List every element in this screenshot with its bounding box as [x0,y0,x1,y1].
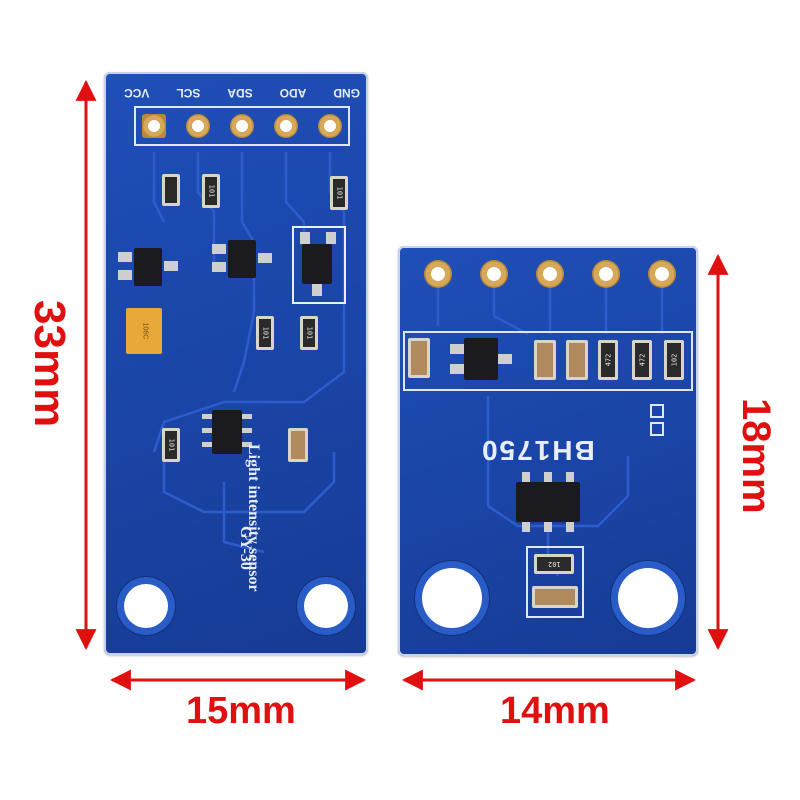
regulator-lead [450,364,464,374]
resistor: 101 [300,316,318,350]
resistor-code: 102 [670,353,678,367]
tantalum-marking: 106C [140,322,148,340]
header-pin [536,260,564,288]
chip-lead [202,428,212,433]
transistor-lead [212,262,226,272]
transistor [228,240,256,278]
transistor-lead [118,252,132,262]
bh1750-board: 472 472 102 BH1750 102 [398,246,698,656]
transistor-lead [258,253,272,263]
header-pin-sda [230,114,254,138]
chip-lead [202,442,212,447]
chip-lead [202,414,212,419]
resistor-code: 472 [604,353,612,367]
component-outline [526,546,584,618]
mounting-hole [304,584,348,628]
regulator [302,244,332,284]
resistor: 101 [330,176,348,210]
chip-lead [522,522,530,532]
resistor-code: 101 [261,326,269,340]
header-outline [134,106,350,146]
chip-lead [566,472,574,482]
header-pin [424,260,452,288]
resistor: 102 [664,340,684,380]
resistor: 472 [632,340,652,380]
chip-lead [544,522,552,532]
transistor [134,248,162,286]
right-height-label: 18mm [734,398,778,514]
regulator-lead [498,354,512,364]
regulator [464,338,498,380]
right-width-label: 14mm [500,690,610,732]
small-pad [650,404,664,418]
regulator-lead [312,284,322,296]
chip-name-label: BH1750 [480,435,595,466]
regulator-lead [326,232,336,244]
resistor: 101 [256,316,274,350]
gy30-board: GND ADO SDA SCL VCC 101 101 106C 101 101 [104,72,368,655]
chip-lead [242,428,252,433]
chip-lead [242,442,252,447]
chip-lead [522,472,530,482]
bh1750-sensor-chip [212,410,242,454]
header-pin-scl [274,114,298,138]
header-pin [648,260,676,288]
small-pad [650,422,664,436]
resistor: 101 [202,174,220,208]
regulator-outline [292,226,346,304]
header-pin-ado [186,114,210,138]
left-width-label: 15mm [186,690,296,732]
mounting-hole [618,568,678,628]
regulator-lead [300,232,310,244]
chip-lead [242,414,252,419]
transistor-lead [164,261,178,271]
left-height-label: 33mm [25,300,74,428]
resistor-code: 101 [207,184,215,198]
resistor-code: 472 [638,353,646,367]
bh1750-sensor-chip [516,482,580,522]
resistor-code: 101 [305,326,313,340]
transistor-lead [212,244,226,254]
resistor: 102 [534,554,574,574]
header-pin [480,260,508,288]
resistor: 101 [162,428,180,462]
resistor [162,174,180,206]
chip-lead [566,522,574,532]
chip-lead [544,472,552,482]
model-label: GY-30 [237,526,254,570]
header-pin-vcc [318,114,342,138]
capacitor [566,340,588,380]
transistor-lead [118,270,132,280]
tantalum-capacitor: 106C [126,308,162,354]
capacitor [532,586,578,608]
mounting-hole [422,568,482,628]
header-pin [592,260,620,288]
resistor-code: 101 [167,438,175,452]
capacitor [408,338,430,378]
resistor: 472 [598,340,618,380]
regulator-lead [450,344,464,354]
header-pin-gnd [142,114,166,138]
capacitor [288,428,308,462]
mounting-hole [124,584,168,628]
capacitor [534,340,556,380]
resistor-code: 101 [335,186,343,200]
